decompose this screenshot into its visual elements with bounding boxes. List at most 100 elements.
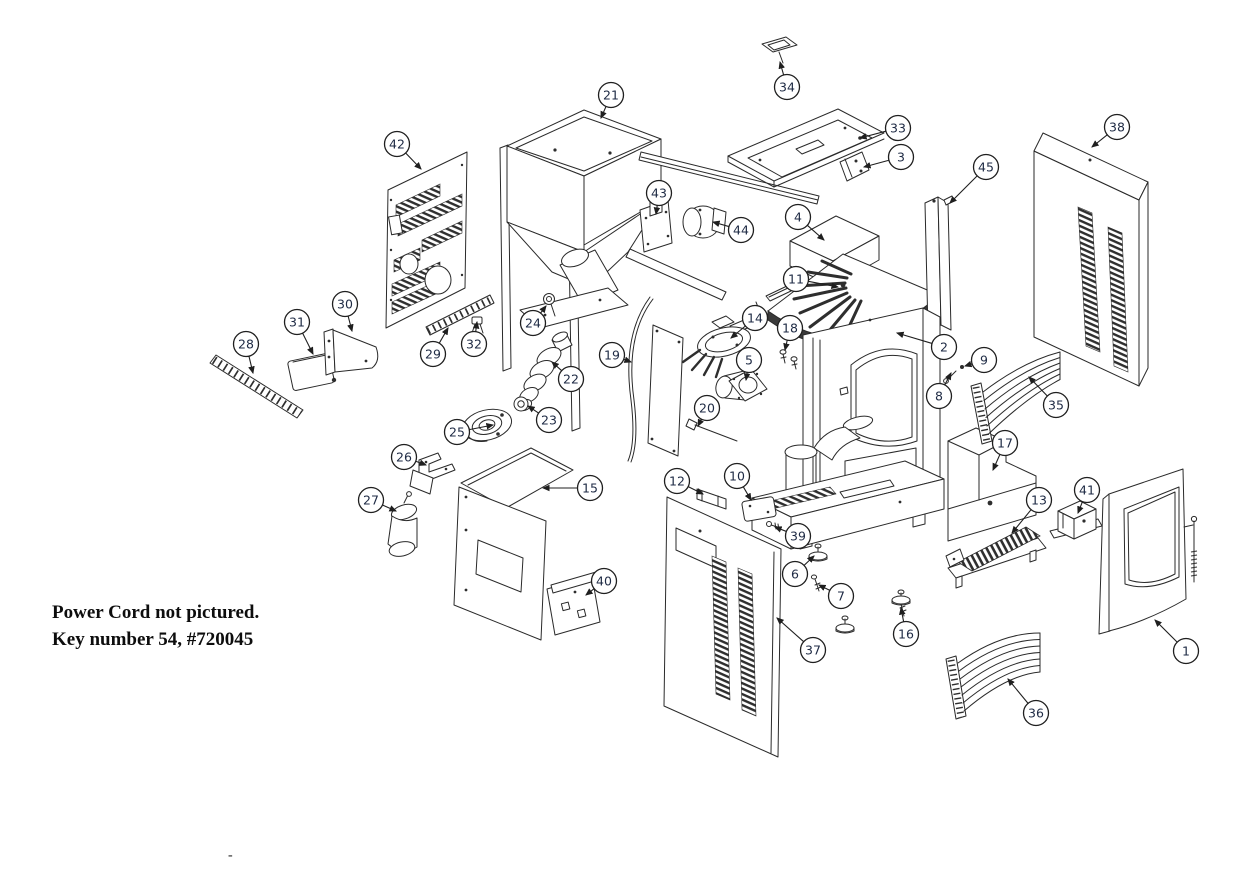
callout-39-balloon xyxy=(784,522,812,550)
callout-17-balloon xyxy=(991,429,1019,457)
callout-31-leader xyxy=(302,332,314,355)
callout-10: 10 xyxy=(723,462,752,501)
callout-38-balloon xyxy=(1103,113,1131,141)
callout-17-leader xyxy=(992,454,1001,472)
power-cord-note: Power Cord not pictured. Key number 54, … xyxy=(52,599,259,653)
callout-20-number: 20 xyxy=(699,401,715,416)
callout-13: 13 xyxy=(1011,486,1053,534)
callout-22: 22 xyxy=(551,361,585,393)
callout-1-number: 1 xyxy=(1182,644,1190,659)
callout-10-balloon xyxy=(723,462,751,490)
callout-4-balloon xyxy=(784,203,812,231)
callout-44-leader xyxy=(711,220,730,228)
callout-40-balloon xyxy=(590,567,618,595)
callout-34-balloon xyxy=(773,73,801,101)
callout-11-number: 11 xyxy=(788,272,804,287)
part-washer xyxy=(513,396,529,412)
callout-6-leader xyxy=(803,555,815,566)
callout-21: 21 xyxy=(597,81,625,120)
part-top-grill xyxy=(970,351,1061,445)
callout-26: 26 xyxy=(390,443,428,471)
callout-16-number: 16 xyxy=(898,627,914,642)
callout-39-number: 39 xyxy=(790,529,806,544)
callout-32-number: 32 xyxy=(466,337,482,352)
callout-18-leader xyxy=(783,340,790,352)
callout-5-leader xyxy=(743,372,751,382)
callout-4: 4 xyxy=(784,203,825,241)
callout-34-leader xyxy=(778,60,785,76)
callout-38: 38 xyxy=(1091,113,1131,148)
callout-12-balloon xyxy=(663,467,691,495)
callout-7-balloon xyxy=(827,582,855,610)
power-cord-note-line1: Power Cord not pictured. xyxy=(52,602,260,623)
callout-13-balloon xyxy=(1025,486,1053,514)
callout-35-balloon xyxy=(1042,391,1070,419)
callout-15-balloon xyxy=(576,474,604,502)
callout-9-leader xyxy=(963,360,973,368)
callout-25-number: 25 xyxy=(449,425,465,440)
callout-33-leader xyxy=(858,130,887,140)
part-screw-8 xyxy=(943,370,957,384)
callout-13-leader xyxy=(1011,509,1032,534)
callout-3-leader xyxy=(862,159,890,169)
part-exhaust-flange xyxy=(715,368,768,402)
callout-27: 27 xyxy=(357,486,398,514)
callout-22-number: 22 xyxy=(563,372,579,387)
callout-29-number: 29 xyxy=(425,347,441,362)
callout-21-number: 21 xyxy=(603,88,619,103)
callout-35-leader xyxy=(1028,376,1048,397)
callout-36-balloon xyxy=(1022,699,1050,727)
callout-25: 25 xyxy=(443,418,495,446)
callout-7-number: 7 xyxy=(837,589,845,604)
callout-21-leader xyxy=(600,106,607,120)
part-lid-hinge xyxy=(839,151,870,182)
callout-38-number: 38 xyxy=(1109,120,1125,135)
callout-29-balloon xyxy=(419,340,447,368)
callout-31-balloon xyxy=(283,308,311,336)
callout-42-balloon xyxy=(383,130,411,158)
part-pin-9 xyxy=(960,365,964,369)
callout-45-number: 45 xyxy=(978,160,994,175)
callout-37-leader xyxy=(776,617,805,643)
callout-22-balloon xyxy=(557,365,585,393)
part-heat-shield xyxy=(453,447,574,641)
part-burn-pot xyxy=(945,526,1047,589)
callout-28-number: 28 xyxy=(238,337,254,352)
callout-22-leader xyxy=(551,361,563,372)
callout-20-leader xyxy=(697,418,704,427)
callout-32: 32 xyxy=(460,320,488,358)
callout-5-number: 5 xyxy=(745,353,753,368)
callout-34: 34 xyxy=(773,60,801,101)
callout-41-balloon xyxy=(1073,476,1101,504)
part-pedestal-base xyxy=(751,460,945,550)
callout-28-balloon xyxy=(232,330,260,358)
callout-8: 8 xyxy=(925,372,953,410)
callout-32-leader xyxy=(472,320,480,332)
callout-11: 11 xyxy=(782,265,840,293)
callout-19-number: 19 xyxy=(604,348,620,363)
callout-1: 1 xyxy=(1154,619,1200,665)
callout-5: 5 xyxy=(735,346,763,382)
callouts-layer: 1234567891011121314151617181920212223242… xyxy=(232,60,1200,727)
callout-12-number: 12 xyxy=(669,474,685,489)
callout-23-leader xyxy=(527,405,539,414)
part-glass-panel xyxy=(647,324,684,457)
callout-20-balloon xyxy=(693,394,721,422)
callout-24-leader xyxy=(539,305,547,314)
callout-7: 7 xyxy=(818,582,855,610)
callout-9-balloon xyxy=(970,346,998,374)
callout-40-number: 40 xyxy=(596,574,612,589)
callout-31: 31 xyxy=(283,308,314,355)
part-clip-32 xyxy=(471,316,484,334)
callout-29: 29 xyxy=(419,327,449,368)
callout-16-balloon xyxy=(892,620,920,648)
callout-19: 19 xyxy=(598,341,633,369)
callout-23: 23 xyxy=(527,405,563,434)
callout-9-number: 9 xyxy=(980,353,988,368)
callout-45: 45 xyxy=(949,153,1000,204)
callout-10-number: 10 xyxy=(729,469,745,484)
callout-18-number: 18 xyxy=(782,321,798,336)
part-bottom-grill xyxy=(945,632,1041,720)
callout-17-number: 17 xyxy=(997,436,1013,451)
callout-2-number: 2 xyxy=(940,340,948,355)
